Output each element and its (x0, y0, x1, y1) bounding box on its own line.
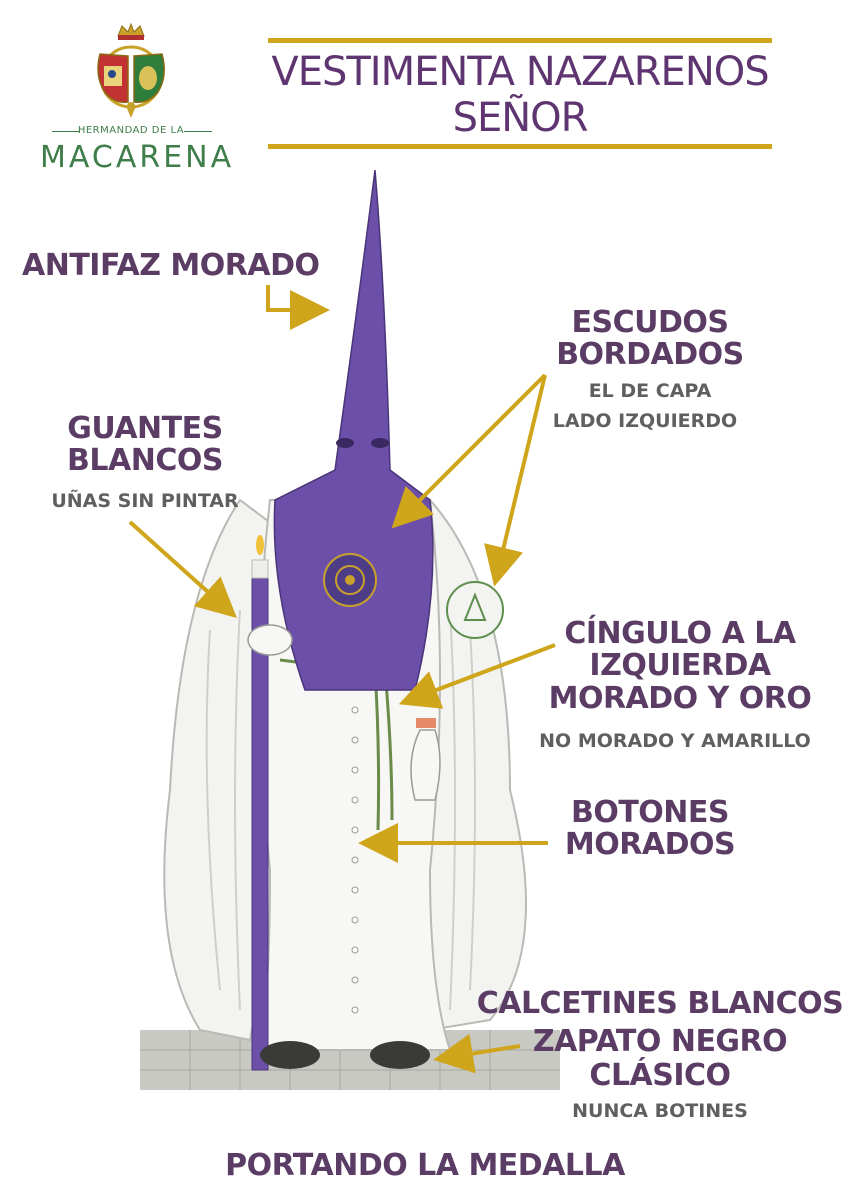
label-antifaz: ANTIFAZ MORADO (22, 248, 320, 283)
label-guantes-1: GUANTES (67, 411, 223, 446)
purple-buttons (351, 706, 359, 1014)
label-cingulo-2: IZQUIERDA (589, 648, 771, 683)
label-zapato-2: CLÁSICO (589, 1058, 731, 1093)
note-escudos-1: EL DE CAPA (588, 380, 712, 402)
label-escudos-2: BORDADOS (556, 337, 744, 372)
arrow-cingulo (398, 643, 556, 709)
label-guantes-2: BLANCOS (67, 443, 223, 478)
label-escudos-1: ESCUDOS (571, 305, 730, 340)
title-rule-top (268, 38, 772, 43)
page-title-line2: SEÑOR (452, 95, 589, 141)
logo-name: MACARENA (40, 140, 235, 175)
arrow-guantes (128, 520, 237, 619)
note-guantes: UÑAS SIN PINTAR (51, 490, 239, 512)
label-zapato-1: ZAPATO NEGRO (532, 1024, 788, 1059)
nazareno-illustration (140, 170, 560, 1090)
note-zapato: NUNCA BOTINES (572, 1100, 748, 1122)
candle-flame (256, 535, 264, 555)
label-cingulo-3: MORADO Y ORO (548, 681, 812, 716)
label-botones-1: BOTONES (570, 795, 730, 830)
label-botones-2: MORADOS (564, 827, 736, 862)
logo-rule-left (52, 131, 80, 132)
label-calcetines: CALCETINES BLANCOS (476, 986, 844, 1021)
logo-subtitle: HERMANDAD DE LA (77, 125, 185, 136)
title-rule-bottom (268, 144, 772, 149)
arrow-escudo-cape (484, 374, 547, 587)
arrow-escudo-hood (391, 373, 547, 529)
page-title-line1: VESTIMENTA NAZARENOS (271, 49, 769, 95)
label-cingulo-1: CÍNGULO A LA (564, 616, 796, 651)
antifaz (273, 170, 434, 691)
right-shoe (370, 1041, 430, 1069)
cape-shield (446, 581, 504, 639)
note-cingulo: NO MORADO Y AMARILLO (539, 730, 811, 752)
arrow-zapato (433, 1033, 521, 1074)
note-escudos-2: LADO IZQUIERDO (552, 410, 738, 432)
arrow-antifaz (266, 285, 330, 330)
coat-of-arms-icon (97, 22, 165, 118)
label-medalla: PORTANDO LA MEDALLA (225, 1148, 625, 1183)
left-glove (247, 624, 293, 656)
logo-rule-right (184, 131, 212, 132)
left-shoe (260, 1041, 320, 1069)
right-glove (410, 729, 441, 801)
